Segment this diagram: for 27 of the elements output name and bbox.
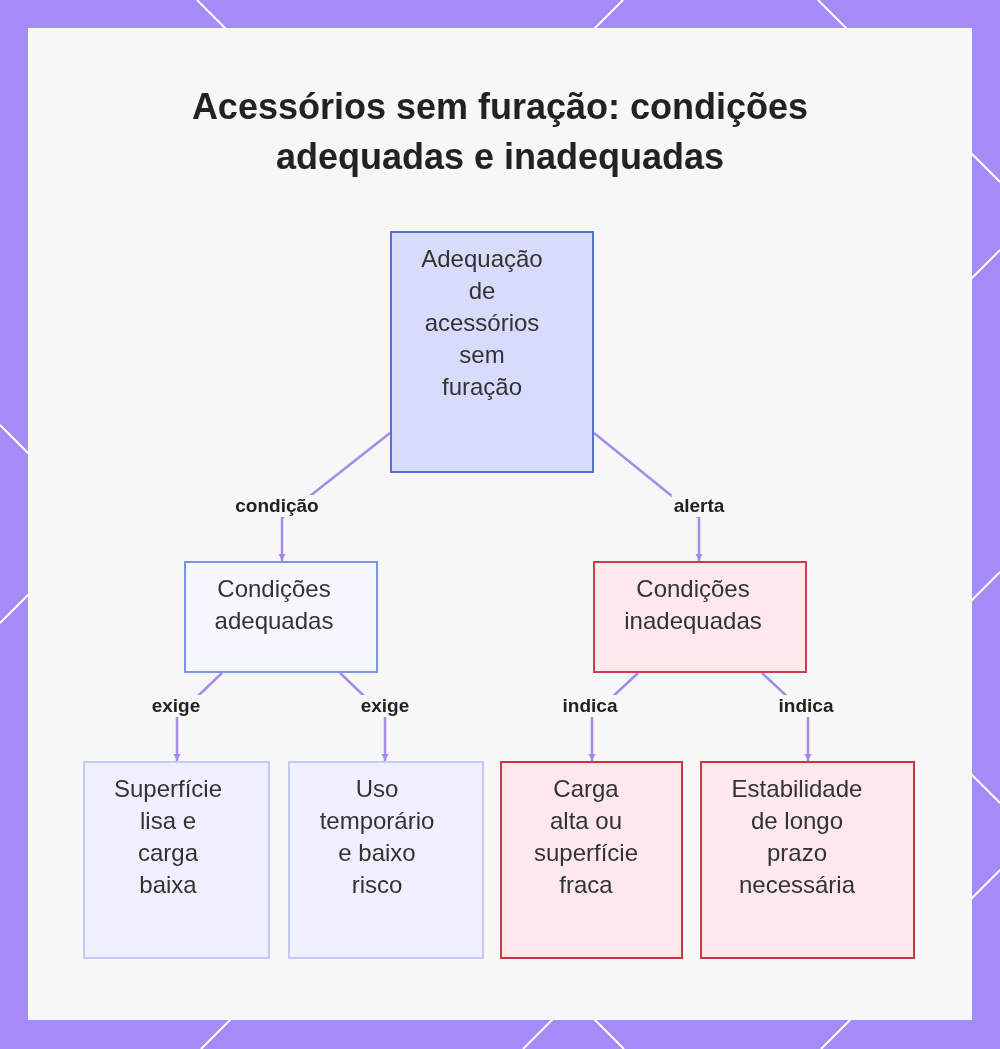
connector-arrow xyxy=(278,432,391,561)
process-box xyxy=(500,761,683,959)
node-label: Adequação de acessórios sem furação xyxy=(420,244,544,402)
edge-label: exige xyxy=(358,695,412,717)
node-label: Condições adequadas xyxy=(213,574,335,636)
process-box xyxy=(83,761,270,959)
node-label: Uso temporário e baixo risco xyxy=(318,774,436,900)
connector-arrow xyxy=(761,672,812,761)
node-label: Superfície lisa e carga baixa xyxy=(112,774,224,900)
edge-label: alerta xyxy=(671,495,727,517)
edge-label: exige xyxy=(149,695,203,717)
node-label: Estabilidade de longo prazo necessária xyxy=(730,774,864,900)
process-box xyxy=(288,761,484,959)
edge-label: indica xyxy=(776,695,836,717)
node-label: Condições inadequadas xyxy=(623,574,763,636)
connector-arrow xyxy=(593,432,703,561)
process-box xyxy=(390,231,594,473)
process-box xyxy=(700,761,915,959)
connector-arrow xyxy=(339,672,389,761)
process-box xyxy=(593,561,807,673)
process-box xyxy=(184,561,378,673)
edge-label: condição xyxy=(233,495,321,517)
connector-arrow xyxy=(588,672,639,761)
edge-label: indica xyxy=(560,695,620,717)
diagram-title: Acessórios sem furação: condições adequadas e inadequadas xyxy=(190,85,810,179)
node-label: Carga alta ou superfície fraca xyxy=(533,774,639,900)
connector-arrow xyxy=(173,672,223,761)
